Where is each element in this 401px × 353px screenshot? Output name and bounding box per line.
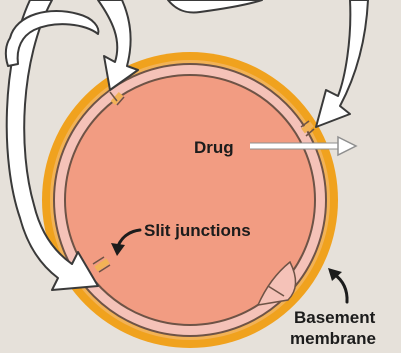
membrane-pointer-arrow-icon (334, 274, 347, 302)
slit-junctions-label: Slit junctions (144, 221, 251, 240)
basement-membrane-label-line2: membrane (290, 329, 376, 348)
drug-label: Drug (194, 138, 234, 157)
basement-membrane-label-line1: Basement (294, 308, 376, 327)
flow-arrow-right-icon (316, 0, 368, 127)
flow-arrow-curl-right-icon (168, 0, 262, 13)
